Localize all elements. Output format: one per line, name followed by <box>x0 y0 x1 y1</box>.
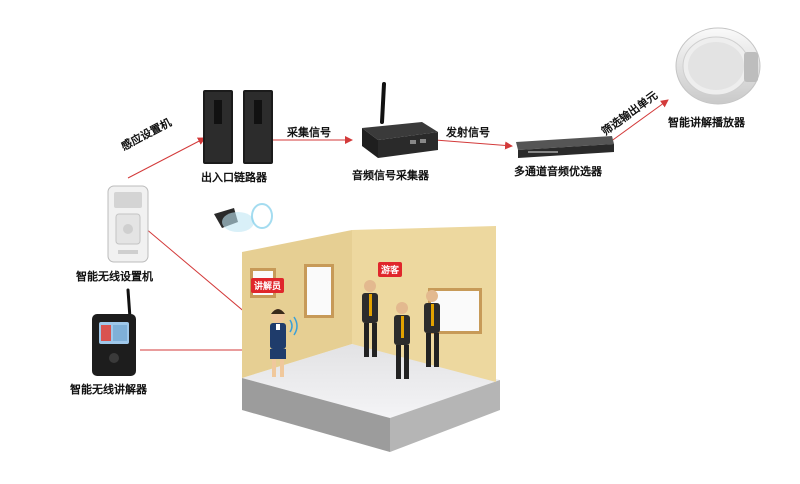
collector-device <box>362 82 438 158</box>
router-device <box>203 90 273 164</box>
connection-label-router-collector: 采集信号 <box>287 126 331 139</box>
collector-label: 音频信号采集器 <box>352 169 429 182</box>
visitor-figure-2 <box>394 302 410 379</box>
line-collector-selector <box>434 139 513 150</box>
selector-device <box>516 136 614 158</box>
guide-figure <box>270 309 298 377</box>
guide-device-label: 智能无线讲解器 <box>70 383 147 396</box>
visitor-figure-3 <box>424 290 440 367</box>
selector-label: 多通道音频优选器 <box>514 165 602 178</box>
guide-tag: 讲解员 <box>251 278 285 293</box>
setter-device <box>107 185 149 263</box>
speaker-device <box>675 27 761 105</box>
visitor-figure-1 <box>362 280 378 357</box>
line-setter-router <box>127 137 206 179</box>
line-selector-speaker <box>609 99 669 143</box>
guide-device <box>92 288 136 376</box>
visitor-tag: 游客 <box>378 262 403 277</box>
setter-label: 智能无线设置机 <box>76 270 153 283</box>
router-label: 出入口链路器 <box>201 171 267 184</box>
room-scene <box>214 203 500 452</box>
connection-label-collector-selector: 发射信号 <box>446 126 490 139</box>
speaker-label: 智能讲解播放器 <box>668 116 745 129</box>
